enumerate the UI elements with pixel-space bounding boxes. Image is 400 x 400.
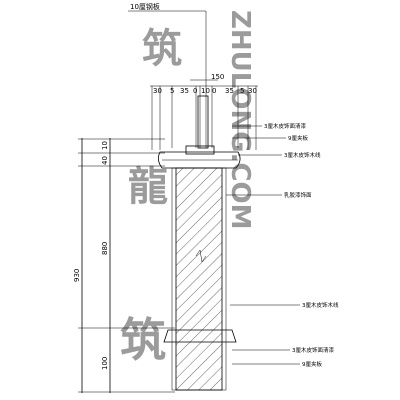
dim-row-item: 35: [225, 87, 234, 95]
dim-100: 100: [101, 357, 109, 370]
dim-row: 30 5 35 0 10 0 35 5 30: [153, 87, 257, 95]
top-callout: 10厘钢板: [128, 2, 207, 148]
watermark-vertical-latin: ZHULONG.COM: [225, 10, 255, 230]
dim-row-item: 35: [180, 87, 189, 95]
note-7: 9厘夹板: [302, 360, 322, 368]
dim-row-item: 30: [153, 87, 162, 95]
dim-row-item: 0: [193, 87, 197, 95]
watermark-char-top: 筑: [142, 26, 182, 72]
dim-10: 10: [101, 141, 109, 150]
dim-880: 880: [101, 242, 109, 255]
top-dimensions: 150 30 5 35 0 10 0 35 5 30: [150, 73, 258, 150]
notes: 3厘木皮饰面清漆 9厘夹板 3厘木皮饰木线 乳胶漆饰面 3厘木皮饰木线 3厘木皮…: [226, 122, 339, 368]
dim-40: 40: [101, 156, 109, 165]
left-dimensions: 10 40 880 100 930: [73, 138, 175, 393]
top-callout-label: 10厘钢板: [130, 2, 160, 11]
dim-overall: 150: [211, 73, 224, 81]
watermark-char-bot: 筑: [120, 313, 166, 367]
dim-total: 930: [73, 269, 81, 282]
dim-row-item: 5: [240, 87, 244, 95]
note-6: 3厘木皮饰面清漆: [292, 346, 334, 354]
note-1: 3厘木皮饰面清漆: [264, 122, 306, 130]
dim-row-item: 0: [212, 87, 216, 95]
watermark-char-mid: 龍: [128, 164, 168, 210]
note-2: 9厘夹板: [288, 134, 308, 142]
note-4: 乳胶漆饰面: [284, 191, 312, 199]
watermark: 筑 龍 筑 ZHULONG.COM: [120, 10, 255, 367]
post-section: [158, 95, 241, 391]
dim-row-item: 10: [201, 87, 210, 95]
note-5: 3厘木皮饰木线: [302, 301, 339, 309]
note-3: 3厘木皮饰木线: [284, 151, 321, 159]
dim-row-item: 30: [248, 87, 257, 95]
